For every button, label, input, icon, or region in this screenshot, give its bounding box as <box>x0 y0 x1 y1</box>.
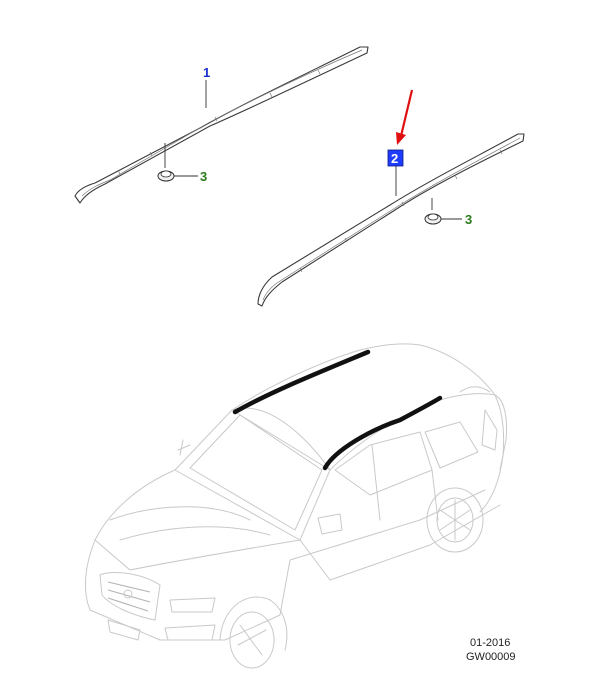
car-roof-rail-right[interactable] <box>322 395 443 471</box>
vehicle-illustration <box>85 343 508 669</box>
callout-3-left[interactable]: 3 <box>200 169 207 184</box>
callout-2-highlight <box>387 149 404 167</box>
footer-date: 01-2016 <box>470 637 510 649</box>
footer-code: GW00009 <box>466 651 516 663</box>
callout-3-right[interactable]: 3 <box>465 212 472 227</box>
red-arrow-icon <box>396 89 414 145</box>
callout-1[interactable]: 1 <box>203 65 210 80</box>
roof-rail-left[interactable] <box>74 46 369 204</box>
fastener-left[interactable] <box>157 143 198 182</box>
car-roof-rail-left[interactable] <box>232 349 371 415</box>
fastener-right[interactable] <box>424 198 462 225</box>
roof-rail-right[interactable] <box>257 133 525 307</box>
callout-2[interactable]: 2 <box>391 151 398 166</box>
